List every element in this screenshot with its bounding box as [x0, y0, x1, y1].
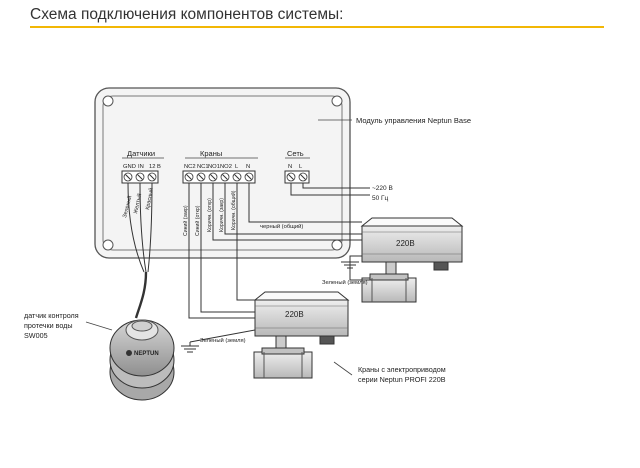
svg-text:Синий (закр): Синий (закр) [182, 205, 189, 236]
actuator-voltage-label-2: 220В [285, 310, 304, 319]
power-frequency-label: 50 Гц [372, 195, 389, 202]
leak-sensor: NEPTUN [109, 319, 175, 401]
terminal-label-in: IN [138, 164, 144, 170]
sensor-caption-line-2: протечки воды [24, 321, 73, 330]
terminal-label-nc2: NC2 [184, 164, 196, 170]
sensor-cable [134, 271, 148, 319]
sensor-caption-line-3: SW005 [24, 331, 48, 340]
power-terminal-label-l: L [299, 164, 303, 170]
terminal-label-n: N [246, 164, 250, 170]
sensor-cable-wires [127, 182, 153, 273]
terminal-label-no2: NO2 [220, 164, 232, 170]
terminal-label-12v: 12 В [149, 164, 161, 170]
terminal-label-l: L [235, 164, 239, 170]
sensor-terminal-block [121, 170, 159, 184]
valve-control-wires [188, 183, 362, 319]
sensor-leader-line [85, 321, 113, 331]
screw-icon [331, 239, 343, 251]
screw-icon [102, 239, 114, 251]
brand-logo-icon [126, 350, 132, 356]
terminal-label-gnd: GND [123, 164, 136, 170]
svg-text:Синий (откр): Синий (откр) [194, 205, 201, 236]
power-group-label: Сеть [287, 149, 304, 158]
terminal-label-no1: NO1 [208, 164, 220, 170]
sensor-brand-label: NEPTUN [134, 351, 159, 357]
svg-text:Коричн. (закр): Коричн. (закр) [219, 198, 225, 232]
screw-icon [102, 95, 114, 107]
power-voltage-label: ~220 В [372, 185, 393, 192]
valves-leader-line [333, 361, 353, 376]
actuator-voltage-label-1: 220В [396, 239, 415, 248]
ground-wire-1 [341, 255, 372, 281]
power-terminal-label-n: N [288, 164, 292, 170]
page-title: Схема подключения компонентов системы: [30, 6, 344, 23]
valves-caption-line-1: Краны с электроприводом [358, 365, 446, 374]
valves-caption-line-2: серии Neptun PROFI 220В [358, 375, 446, 384]
power-terminal-block [284, 170, 310, 184]
title-underline [30, 26, 604, 28]
valve-terminal-block [182, 170, 256, 184]
svg-text:Желтый: Желтый [132, 193, 143, 215]
valve-actuator-2: 220В [253, 291, 350, 379]
controller-label: Модуль управления Neptun Base [356, 116, 471, 125]
svg-text:Красный: Красный [144, 187, 155, 210]
sensor-caption-line-1: датчик контроля [24, 311, 79, 320]
sensors-group-label: Датчики [127, 149, 155, 158]
power-input-wires [290, 183, 370, 196]
valve-actuator-1: 220В [360, 217, 464, 303]
ground-wire-label-2: Зеленый (земля) [200, 337, 246, 344]
svg-text:Коричн. (откр): Коричн. (откр) [207, 198, 213, 232]
terminal-label-nc1: NC1 [197, 164, 209, 170]
ground-wire-2 [181, 329, 256, 353]
valves-group-label: Краны [200, 149, 222, 158]
common-wire-label: черный (общий) [260, 223, 303, 230]
ground-wire-label-1: Зеленый (земля) [322, 279, 368, 286]
valve-wire-labels: Синий (закр) Синий (откр) Коричн. (откр)… [182, 190, 237, 236]
svg-text:Коричн. (общий): Коричн. (общий) [230, 190, 237, 230]
screw-icon [331, 95, 343, 107]
